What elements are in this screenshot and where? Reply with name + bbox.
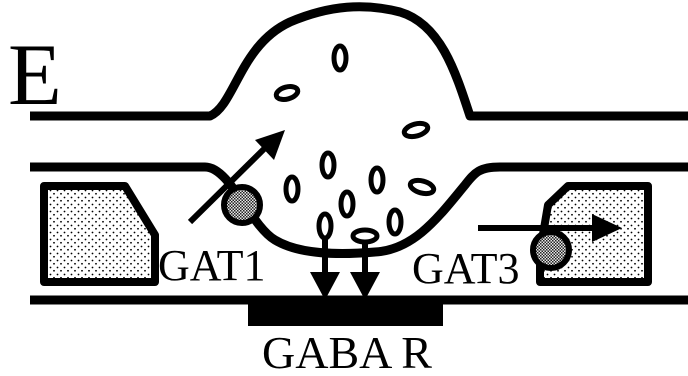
gat1-label: GAT1	[158, 241, 266, 290]
vesicle	[275, 84, 299, 101]
gaba-receptor-bar	[248, 296, 443, 326]
gaba-receptor-label: GABA R	[262, 327, 432, 376]
vesicle	[409, 178, 435, 196]
vesicle	[322, 153, 334, 177]
glia-left	[44, 186, 155, 282]
vesicles	[275, 46, 435, 242]
gat1-transporter	[224, 187, 260, 223]
vesicle	[389, 210, 401, 234]
gat3-transporter	[533, 232, 569, 268]
panel-letter: E	[8, 27, 62, 124]
vesicle-fusing	[319, 214, 331, 238]
release-arrows	[310, 238, 380, 300]
vesicle	[371, 168, 383, 192]
vesicle	[286, 177, 298, 201]
presynaptic-membrane-outer	[30, 7, 688, 116]
vesicle-fusing	[353, 230, 377, 242]
gat3-label: GAT3	[412, 244, 520, 293]
vesicle	[334, 46, 346, 70]
vesicle	[403, 121, 429, 139]
vesicle	[341, 192, 353, 216]
